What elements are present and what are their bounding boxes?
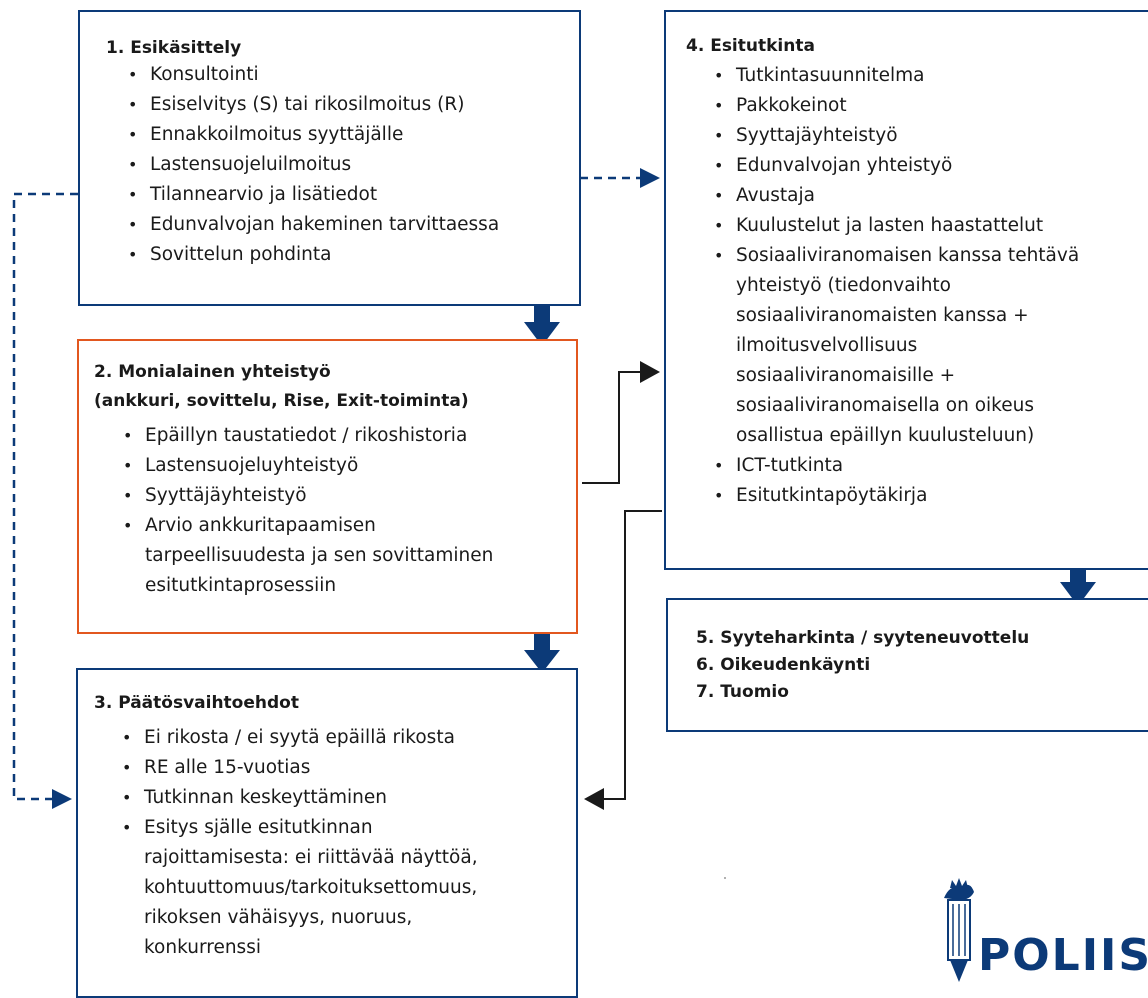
box2-list: •Epäillyn taustatiedot / rikoshistoria •… xyxy=(123,421,494,601)
arrowhead-to-box3 xyxy=(584,788,604,810)
list-item-continuation: sosiaaliviranomaisten kanssa + xyxy=(736,305,1029,326)
list-item-continuation: esitutkintaprosessiin xyxy=(145,575,337,596)
box3-title: 3. Päätösvaihtoehdot xyxy=(94,693,299,713)
list-item-continuation: konkurrenssi xyxy=(144,937,261,958)
list-item: •Edunvalvojan yhteistyö xyxy=(714,155,953,176)
list-item: •Sovittelun pohdinta xyxy=(128,244,332,265)
list-item: •Konsultointi xyxy=(128,64,259,85)
list-item: •Arvio ankkuritapaamisen xyxy=(123,515,376,536)
list-item-continuation: rajoittamisesta: ei riittävää näyttöä, xyxy=(144,847,478,868)
box4-list: •Tutkintasuunnitelma •Pakkokeinot •Syytt… xyxy=(714,61,1080,511)
down-arrow-2-to-3 xyxy=(524,626,560,673)
list-item: •Tutkinnan keskeyttäminen xyxy=(122,787,388,808)
list-item: •ICT-tutkinta xyxy=(714,455,844,476)
list-item: •Sosiaaliviranomaisen kanssa tehtävä xyxy=(714,245,1080,266)
dashed-connector-1-to-3 xyxy=(12,192,78,801)
box5-line-3: 7. Tuomio xyxy=(696,682,789,702)
connector-4-to-3 xyxy=(602,510,662,800)
box4-title: 4. Esitutkinta xyxy=(686,36,815,56)
list-item: •Edunvalvojan hakeminen tarvittaessa xyxy=(128,214,500,235)
box2-title-line2: (ankkuri, sovittelu, Rise, Exit-toiminta… xyxy=(94,391,469,411)
list-item: •RE alle 15-vuotias xyxy=(122,757,311,778)
list-item: •Avustaja xyxy=(714,185,815,206)
arrowhead-to-box4 xyxy=(640,361,660,383)
box-monialainen-yhteistyo: 2. Monialainen yhteistyö (ankkuri, sovit… xyxy=(77,339,578,634)
dashed-arrowhead-to-box4 xyxy=(640,168,660,188)
box1-list: •Konsultointi •Esiselvitys (S) tai rikos… xyxy=(128,60,500,270)
list-item-continuation: sosiaaliviranomaisella on oikeus xyxy=(736,395,1034,416)
box-esikasittely: 1. Esikäsittely •Konsultointi •Esiselvit… xyxy=(78,10,581,306)
list-item-continuation: ilmoitusvelvollisuus xyxy=(736,335,918,356)
box5-line-2: 6. Oikeudenkäynti xyxy=(696,655,871,675)
connector-2-to-4 xyxy=(582,371,642,484)
box1-title: 1. Esikäsittely xyxy=(106,38,242,58)
logo-text: POLIISI xyxy=(978,930,1148,981)
list-item: •Tutkintasuunnitelma xyxy=(714,65,925,86)
box-paatosvaihtoehdot: 3. Päätösvaihtoehdot •Ei rikosta / ei sy… xyxy=(76,668,578,998)
list-item: •Tilannearvio ja lisätiedot xyxy=(128,184,378,205)
list-item-continuation: rikoksen vähäisyys, nuoruus, xyxy=(144,907,413,928)
list-item: •Esitys själle esitutkinnan xyxy=(122,817,373,838)
list-item: •Syyttajäyhteistyö xyxy=(714,125,898,146)
down-arrow-1-to-2 xyxy=(524,296,560,346)
box-esitutkinta: 4. Esitutkinta •Tutkintasuunnitelma •Pak… xyxy=(664,10,1148,570)
list-item: •Epäillyn taustatiedot / rikoshistoria xyxy=(123,425,468,446)
box3-list: •Ei rikosta / ei syytä epäillä rikosta •… xyxy=(122,723,478,963)
list-item-continuation: sosiaaliviranomaisille + xyxy=(736,365,956,386)
list-item: •Syyttäjäyhteistyö xyxy=(123,485,307,506)
list-item: •Esiselvitys (S) tai rikosilmoitus (R) xyxy=(128,94,465,115)
list-item: •Ei rikosta / ei syytä epäillä rikosta xyxy=(122,727,455,748)
list-item: •Kuulustelut ja lasten haastattelut xyxy=(714,215,1044,236)
list-item: •Ennakkoilmoitus syyttäjälle xyxy=(128,124,404,145)
list-item: •Pakkokeinot xyxy=(714,95,847,116)
list-item-continuation: kohtuuttomuus/tarkoituksettomuus, xyxy=(144,877,478,898)
list-item: •Lastensuojeluyhteistyö xyxy=(123,455,359,476)
box2-title-line1: 2. Monialainen yhteistyö xyxy=(94,362,331,382)
list-item-continuation: yhteistyö (tiedonvaihto xyxy=(736,275,951,296)
box5-line-1: 5. Syyteharkinta / syyteneuvottelu xyxy=(696,628,1030,648)
list-item-continuation: osallistua epäillyn kuulusteluun) xyxy=(736,425,1035,446)
list-item-continuation: tarpeellisuudesta ja sen sovittaminen xyxy=(145,545,494,566)
box-syyteharkinta: 5. Syyteharkinta / syyteneuvottelu 6. Oi… xyxy=(666,598,1148,732)
list-item: •Lastensuojeluilmoitus xyxy=(128,154,352,175)
dashed-arrowhead-to-box3 xyxy=(52,789,72,809)
list-item: •Esitutkintapöytäkirja xyxy=(714,485,928,506)
down-arrow-4-to-5 xyxy=(1060,556,1096,606)
